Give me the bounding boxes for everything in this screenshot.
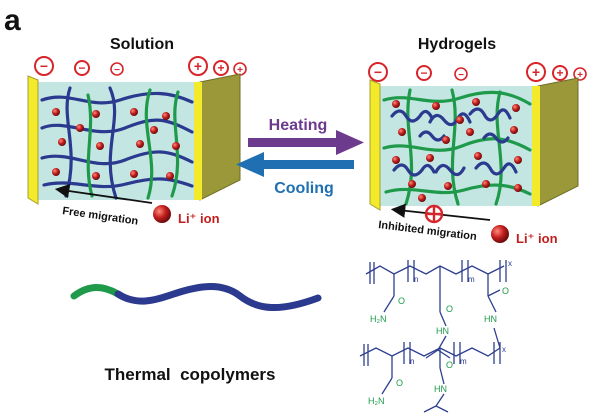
chemical-structure: n m x O H₂N O HN O HN n m x O H₂N O bbox=[359, 259, 512, 413]
plus-charge-icon: + bbox=[573, 67, 587, 81]
heating-arrow bbox=[248, 130, 364, 155]
minus-charge-icon: − bbox=[454, 67, 468, 81]
li-ion-icon bbox=[491, 225, 509, 243]
svg-text:+: + bbox=[237, 65, 243, 76]
minus-charge-icon: − bbox=[34, 56, 54, 76]
minus-charge-icon: − bbox=[368, 62, 388, 82]
svg-text:−: − bbox=[40, 58, 48, 74]
cooling-label: Cooling bbox=[274, 180, 334, 197]
hydrogel-charges: − − − + + + bbox=[368, 62, 587, 82]
svg-text:−: − bbox=[78, 61, 85, 75]
hydrogel-ion-label: Li⁺ ion bbox=[516, 231, 558, 246]
hydrogel-polymer-network bbox=[382, 88, 532, 206]
svg-text:m: m bbox=[460, 357, 467, 366]
hydrogel-anode bbox=[369, 79, 381, 211]
plus-charge-icon: + bbox=[552, 65, 568, 81]
svg-text:−: − bbox=[374, 64, 382, 80]
solution-electrolyte bbox=[36, 78, 236, 200]
hydrogel-ions bbox=[392, 98, 522, 202]
svg-text:+: + bbox=[577, 70, 583, 81]
svg-text:−: − bbox=[458, 70, 464, 81]
copolymer-strand bbox=[70, 283, 322, 311]
svg-text:O: O bbox=[446, 304, 453, 314]
li-ion-icon bbox=[153, 205, 171, 223]
solution-polymer-chains bbox=[40, 86, 194, 200]
svg-text:O: O bbox=[502, 286, 509, 296]
solution-cathode bbox=[194, 82, 202, 200]
solution-cathode-side bbox=[199, 73, 241, 201]
svg-text:−: − bbox=[420, 66, 427, 80]
hydrogel-cathode-side bbox=[537, 77, 579, 207]
solution-ions bbox=[52, 108, 180, 180]
hydrogel-cathode bbox=[532, 86, 540, 206]
inhibited-migration-arrow bbox=[390, 203, 491, 221]
copolymer-label: Thermal copolymers bbox=[104, 365, 275, 384]
svg-text:H₂N: H₂N bbox=[368, 396, 385, 406]
plus-charge-icon: + bbox=[213, 60, 229, 76]
hydrogel-title: Hydrogels bbox=[418, 36, 496, 53]
svg-text:m: m bbox=[468, 275, 475, 284]
svg-text:−: − bbox=[114, 65, 120, 76]
svg-text:HN: HN bbox=[436, 326, 449, 336]
svg-text:HN: HN bbox=[434, 384, 447, 394]
svg-text:x: x bbox=[502, 345, 506, 354]
plus-charge-icon: + bbox=[188, 56, 208, 76]
minus-charge-icon: − bbox=[416, 65, 432, 81]
free-migration-arrow bbox=[54, 183, 153, 204]
minus-charge-icon: − bbox=[74, 60, 90, 76]
svg-text:O: O bbox=[398, 296, 405, 306]
solution-ion-label: Li⁺ ion bbox=[178, 211, 220, 226]
svg-text:H₂N: H₂N bbox=[370, 314, 387, 324]
solution-anode bbox=[27, 75, 39, 205]
minus-charge-icon: − bbox=[110, 62, 124, 76]
cooling-arrow bbox=[236, 152, 354, 177]
inhibited-migration-label: Inhibited migration bbox=[378, 219, 478, 243]
hydrogel-cell: Hydrogels − − − + + bbox=[368, 36, 587, 246]
svg-text:HN: HN bbox=[484, 314, 497, 324]
solution-title: Solution bbox=[110, 36, 174, 53]
blocked-icon bbox=[424, 204, 444, 224]
svg-text:+: + bbox=[194, 58, 202, 74]
svg-text:O: O bbox=[446, 360, 453, 370]
solution-charges: − − − + + + bbox=[34, 56, 247, 76]
free-migration-label: Free migration bbox=[62, 205, 140, 228]
process-arrows: Heating Cooling bbox=[236, 117, 364, 197]
solution-cell: Solution − − − + + bbox=[27, 36, 247, 228]
svg-text:+: + bbox=[556, 66, 563, 80]
svg-text:+: + bbox=[217, 61, 224, 75]
svg-text:n: n bbox=[414, 275, 418, 284]
svg-text:O: O bbox=[396, 378, 403, 388]
panel-label: a bbox=[4, 4, 21, 37]
plus-charge-icon: + bbox=[526, 62, 546, 82]
svg-text:n: n bbox=[410, 357, 414, 366]
svg-text:+: + bbox=[532, 64, 540, 80]
heating-label: Heating bbox=[269, 117, 328, 134]
svg-text:x: x bbox=[508, 259, 512, 268]
